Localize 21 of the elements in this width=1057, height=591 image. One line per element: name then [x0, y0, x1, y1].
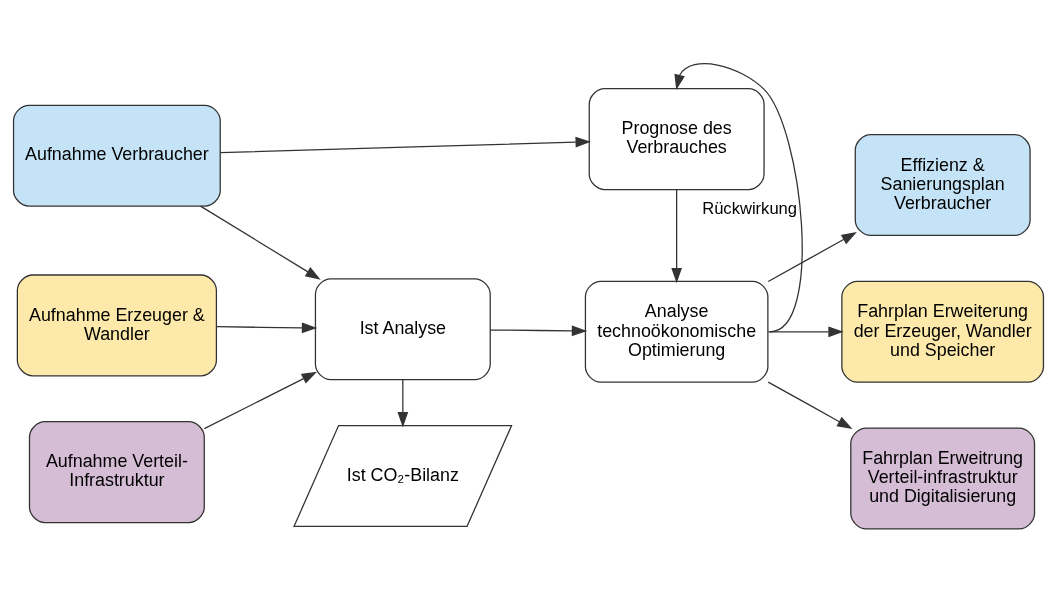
node-box: Ist Analyse [314, 277, 491, 380]
arrow [671, 188, 682, 283]
node-box: Analyse technoökonomische Optimierung [584, 280, 769, 383]
arrow [674, 62, 803, 332]
arrow [767, 380, 853, 429]
arrow [219, 136, 591, 153]
node-box: Aufnahme Verbraucher [12, 104, 221, 207]
arrow [199, 205, 321, 280]
arrow [203, 371, 318, 429]
node-box: Effizienz & Sanierungsplan Verbraucher [854, 133, 1031, 236]
node-box: Fahrplan Erweitrung Verteil-infrastruktur und Digitalisierung [850, 426, 1036, 530]
arrow [767, 325, 844, 337]
arrow [767, 231, 857, 282]
arrow [215, 322, 318, 333]
node-box: Aufnahme Verteil-Infrastruktur [28, 420, 205, 523]
node-box: Prognose des Verbrauches [588, 87, 765, 190]
edge-label: Rückwirkung [702, 198, 798, 218]
node-box: Aufnahme Erzeuger & Wandler [16, 273, 218, 376]
node-box: Fahrplan Erweiterung der Erzeuger, Wandler und Speicher [841, 280, 1045, 383]
arrow [397, 378, 409, 427]
arrow [489, 324, 588, 336]
